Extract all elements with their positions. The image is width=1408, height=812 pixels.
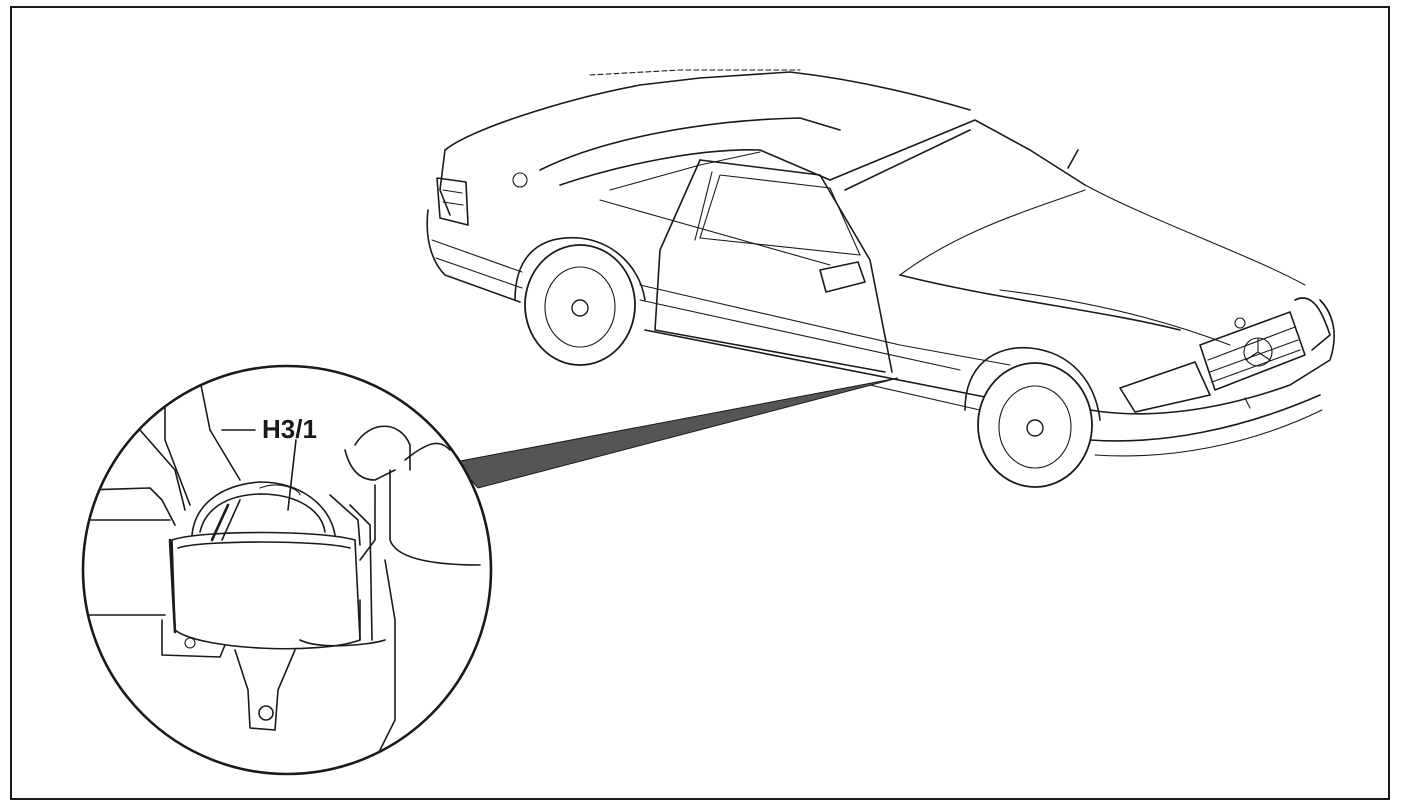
callout-leader: [454, 377, 899, 489]
car-illustration: [426, 69, 1335, 488]
detail-magnifier: [81, 364, 493, 776]
callout-pointer-line: [287, 439, 297, 511]
callout-label-h3-1: H3/1: [262, 414, 317, 444]
